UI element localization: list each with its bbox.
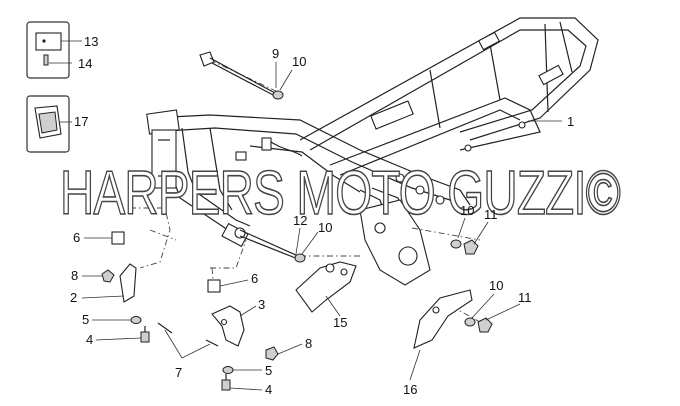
bracket-part-3: [211, 305, 245, 347]
watermark-text: HARPERS MOTO GUZZI©: [60, 159, 620, 228]
callout-11-right: 11: [484, 207, 498, 222]
washer-part-5-left: [130, 316, 142, 324]
callout-6-center: 6: [251, 271, 258, 286]
rod-part-7-b: [205, 339, 219, 347]
callout-11-low: 11: [518, 290, 532, 305]
frame-part-1: [146, 17, 599, 286]
callout-9: 9: [272, 46, 279, 61]
callout-1: 1: [567, 114, 574, 129]
bolt-part-12: [234, 227, 299, 260]
callout-10-right: 10: [460, 203, 474, 218]
screw-part-4-left: [140, 326, 150, 343]
callout-5-center: 5: [265, 363, 272, 378]
callout-10-top: 10: [292, 54, 306, 69]
nut-part-11-right: [463, 239, 479, 255]
construction-lines: [130, 59, 481, 323]
callout-2: 2: [70, 290, 77, 305]
part-numbers: 1 2 3 4 4 5 5 6 6 7 8 8 9 10 10 10 10 11…: [70, 34, 574, 397]
washer-part-10-right: [450, 239, 462, 249]
callout-14: 14: [78, 56, 92, 71]
callout-16: 16: [403, 382, 417, 397]
callout-8-left: 8: [71, 268, 78, 283]
nut-part-8-center: [265, 346, 279, 361]
washer-part-10-mid: [294, 253, 306, 263]
leader-lines: [81, 62, 562, 391]
inset-box-sticker: [26, 21, 82, 79]
callout-17: 17: [74, 114, 88, 129]
nut-part-11-low: [477, 317, 493, 333]
callout-5-left: 5: [82, 312, 89, 327]
washer-part-10-low: [464, 317, 476, 327]
nut-part-8-left: [101, 269, 115, 283]
sticker-part-13: [35, 32, 62, 51]
callout-4-center: 4: [265, 382, 272, 397]
rod-part-7-a: [157, 322, 173, 334]
bracket-part-2: [119, 263, 137, 303]
callout-12: 12: [293, 213, 307, 228]
screw-part-4-center: [221, 374, 231, 391]
bushing-part-6-left: [111, 231, 125, 245]
callout-10-mid: 10: [318, 220, 332, 235]
washer-part-10-top: [272, 90, 284, 100]
bolt-part-9: [199, 51, 276, 97]
callout-4-left: 4: [86, 332, 93, 347]
inset-box-bushing: [26, 95, 72, 153]
callout-7: 7: [175, 365, 182, 380]
bushing-part-6-center: [207, 279, 221, 293]
callout-3: 3: [258, 297, 265, 312]
callout-15: 15: [333, 315, 347, 330]
washer-part-5-center: [222, 366, 234, 374]
callout-8-center: 8: [305, 336, 312, 351]
bracket-part-16: [413, 289, 473, 349]
callout-10-low: 10: [489, 278, 503, 293]
screw-part-14: [43, 54, 49, 66]
callout-6-left: 6: [73, 230, 80, 245]
callout-13: 13: [84, 34, 98, 49]
bracket-part-15: [295, 261, 357, 313]
